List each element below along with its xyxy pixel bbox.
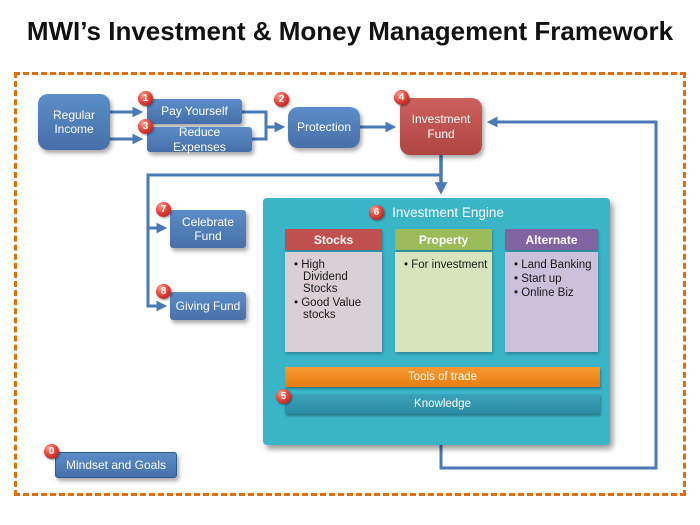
property-header: Property xyxy=(395,229,492,250)
node-investment-fund: Investment Fund xyxy=(400,98,482,155)
node-reduce-expenses: Reduce Expenses xyxy=(147,125,252,154)
node-regular-income: Regular Income xyxy=(38,94,110,150)
list-item: Online Biz xyxy=(514,287,594,299)
engine-title-row: 6 Investment Engine xyxy=(263,205,610,220)
engine-columns: Stocks High Dividend Stocks Good Value s… xyxy=(285,229,600,352)
list-item: High Dividend Stocks xyxy=(294,259,364,295)
alternate-list: Land Banking Start up Online Biz xyxy=(505,252,598,352)
tools-of-trade-bar: Tools of trade xyxy=(285,367,600,387)
line-reduce-expenses-join xyxy=(252,127,268,141)
alternate-header: Alternate xyxy=(505,229,598,250)
step-badge-7: 7 xyxy=(156,202,171,217)
node-celebrate-fund: Celebrate Fund xyxy=(170,210,246,248)
node-protection: Protection xyxy=(288,107,360,148)
dashed-frame xyxy=(14,72,686,496)
step-badge-6: 6 xyxy=(369,205,385,220)
arrow-pay-yourself-to-protection xyxy=(242,110,286,133)
arrow-engine-feedback-to-fund xyxy=(439,116,658,470)
list-item: Start up xyxy=(514,273,594,285)
step-badge-5: 5 xyxy=(276,389,291,404)
property-list: For investment xyxy=(395,252,492,352)
property-column: Property For investment xyxy=(395,229,492,352)
engine-title: Investment Engine xyxy=(392,205,504,220)
arrow-branch-to-giving-fund xyxy=(146,173,441,312)
investment-engine-panel: 6 Investment Engine Stocks High Dividend… xyxy=(263,198,610,445)
node-mindset-and-goals: Mindset and Goals xyxy=(55,452,177,478)
node-giving-fund: Giving Fund xyxy=(170,292,246,320)
list-item: For investment xyxy=(404,259,488,271)
step-badge-8: 8 xyxy=(156,284,171,299)
alternate-column: Alternate Land Banking Start up Online B… xyxy=(505,229,598,352)
step-badge-1: 1 xyxy=(138,91,153,106)
knowledge-bar: Knowledge xyxy=(285,394,600,414)
node-pay-yourself: Pay Yourself xyxy=(147,99,242,124)
stocks-header: Stocks xyxy=(285,229,382,250)
list-item: Good Value stocks xyxy=(294,297,364,321)
page-title: MWI’s Investment & Money Management Fram… xyxy=(26,16,674,46)
step-badge-4: 4 xyxy=(394,90,409,105)
list-item: Land Banking xyxy=(514,259,594,271)
step-badge-2: 2 xyxy=(274,92,289,107)
stocks-list: High Dividend Stocks Good Value stocks xyxy=(285,252,382,352)
step-badge-3: 3 xyxy=(138,119,153,134)
step-badge-0: 0 xyxy=(44,444,59,459)
stocks-column: Stocks High Dividend Stocks Good Value s… xyxy=(285,229,382,352)
